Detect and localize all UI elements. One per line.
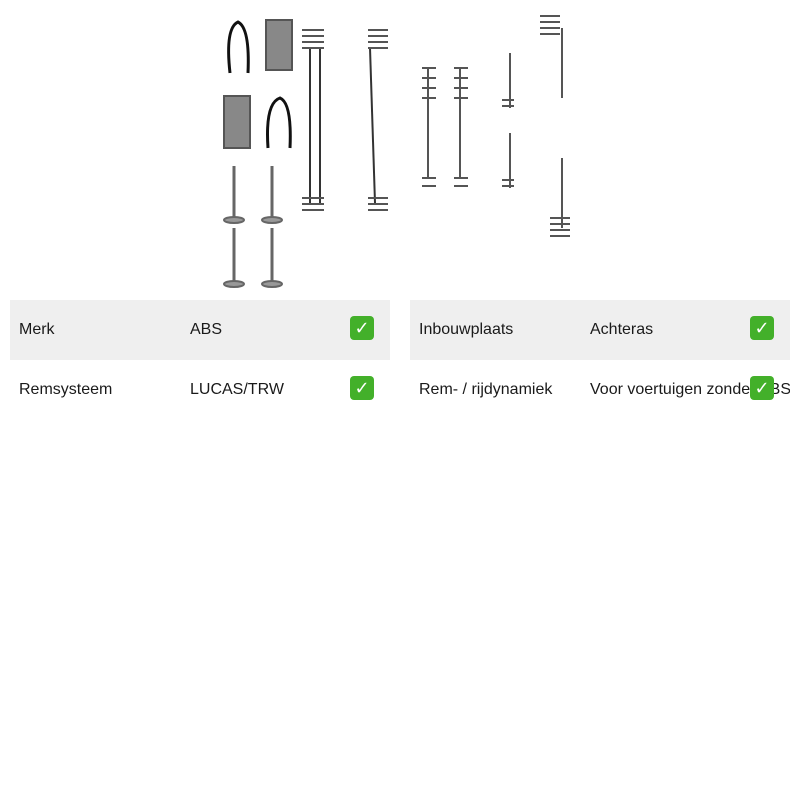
spec-label: Rem- / rijdynamiek — [419, 381, 553, 398]
spec-table-left: Merk ABS ✓ Remsysteem LUCAS/TRW ✓ — [10, 300, 390, 420]
spec-row: Inbouwplaats Achteras ✓ — [410, 300, 790, 360]
spec-value: Voor voertuigen zonder ABS — [590, 381, 790, 398]
spec-value: Achteras — [590, 321, 654, 338]
check-icon: ✓ — [750, 376, 774, 400]
check-icon: ✓ — [750, 316, 774, 340]
check-icon: ✓ — [350, 376, 374, 400]
spec-label: Remsysteem — [19, 381, 113, 398]
spec-value: LUCAS/TRW — [190, 381, 284, 398]
spec-row: Rem- / rijdynamiek Voor voertuigen zonde… — [410, 360, 790, 420]
check-icon: ✓ — [350, 316, 374, 340]
spec-row: Merk ABS ✓ — [10, 300, 390, 360]
spec-label: Inbouwplaats — [419, 321, 514, 338]
spec-table-right: Inbouwplaats Achteras ✓ Rem- / rijdynami… — [410, 300, 790, 420]
product-image — [210, 8, 590, 290]
spec-label: Merk — [19, 321, 55, 338]
spec-row: Remsysteem LUCAS/TRW ✓ — [10, 360, 390, 420]
spec-value: ABS — [190, 321, 223, 338]
